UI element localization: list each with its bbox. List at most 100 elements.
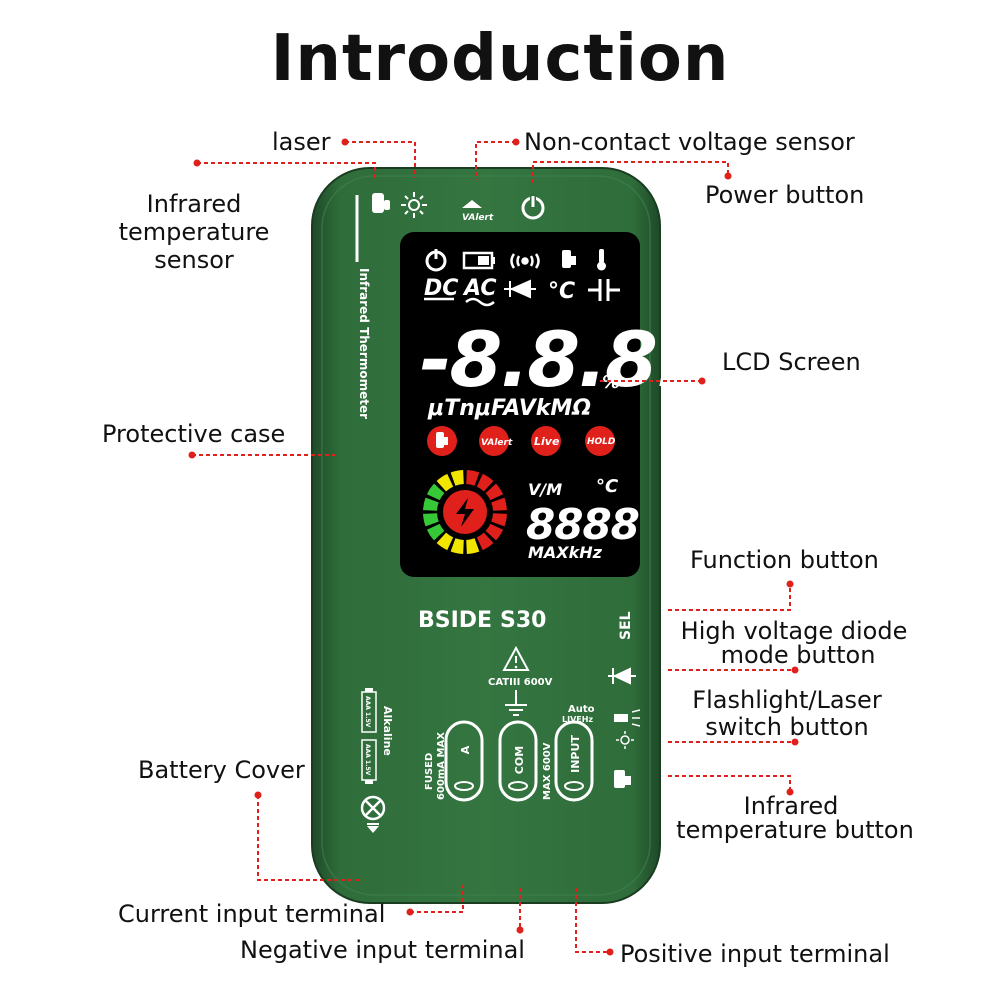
gauge-segment <box>485 483 504 501</box>
label-infrared-button-1: Infrared <box>744 792 839 820</box>
leader-lines <box>192 141 795 953</box>
infrared-temperature-button[interactable] <box>614 770 631 788</box>
sel-button[interactable]: SEL <box>618 611 634 640</box>
leader-dots <box>188 138 799 956</box>
gauge-segment <box>485 523 504 541</box>
negative-input-terminal[interactable]: COM <box>498 720 538 802</box>
battery-marking: AAA 1.5V AAA 1.5V Alkaline <box>361 688 394 784</box>
battery-cell-1: AAA 1.5V <box>364 696 371 728</box>
lcd-small-unit-2: °C <box>596 476 619 497</box>
label-battery-cover: Battery Cover <box>138 756 305 784</box>
label-laser: laser <box>272 128 331 156</box>
laser-icon <box>401 192 427 218</box>
non-contact-sensor-icon: VAlert <box>462 200 494 223</box>
label-power-button: Power button <box>705 181 864 209</box>
lcd-screen: DC AC °C -8.8.8.8 % μTnμFAVkMΩ <box>400 232 736 577</box>
ground-symbol-icon <box>505 690 527 716</box>
high-voltage-diode-button[interactable] <box>608 667 636 685</box>
warning-triangle-icon <box>502 645 530 671</box>
label-lcd-screen: LCD Screen <box>722 348 861 376</box>
brand-name: BSIDE <box>418 608 492 633</box>
label-function-button: Function button <box>690 546 879 574</box>
label-current-terminal: Current input terminal <box>118 900 385 928</box>
positive-input-terminal[interactable]: INPUT <box>554 720 594 802</box>
gauge-segment <box>436 532 454 551</box>
lcd-ac-wave <box>465 297 495 307</box>
gauge-segment <box>476 473 494 492</box>
fused-text-2: 600mA MAX <box>436 732 447 800</box>
device-body: VAlert Infrared Thermometer <box>311 167 736 904</box>
gauge-segment <box>423 513 439 527</box>
terminal-com-label: COM <box>513 746 526 774</box>
gauge-center <box>443 490 487 534</box>
lcd-valert-indicator: VAlert <box>479 426 513 456</box>
side-text: Infrared Thermometer <box>357 268 371 419</box>
svg-text:HOLD: HOLD <box>587 437 616 447</box>
leader-battery <box>257 795 360 881</box>
power-button[interactable] <box>521 194 545 220</box>
page-title: Introduction <box>270 22 730 96</box>
lcd-small-unit-1: V/M <box>528 480 562 499</box>
label-high-voltage-2: mode button <box>721 641 876 669</box>
label-high-voltage-1: High voltage diode <box>681 617 908 645</box>
leader-current <box>410 885 464 913</box>
leader-laser <box>345 141 416 178</box>
lcd-hold-indicator: HOLD <box>585 426 616 456</box>
label-non-contact: Non-contact voltage sensor <box>524 128 855 156</box>
fused-text-1: FUSED <box>424 753 435 790</box>
label-protective-case: Protective case <box>102 420 285 448</box>
svg-text:VAlert: VAlert <box>481 438 513 448</box>
lcd-units-row: μTnμFAVkMΩ <box>427 396 591 421</box>
lcd-capacitor-icon <box>588 279 620 301</box>
lcd-power-icon <box>425 249 447 272</box>
battery-cover-screw-icon[interactable] <box>360 795 386 833</box>
gauge-segment <box>491 497 507 511</box>
label-positive-terminal: Positive input terminal <box>620 940 890 968</box>
label-infrared-sensor-3: sensor <box>154 246 234 274</box>
flashlight-laser-button[interactable] <box>614 709 641 749</box>
label-infrared-button-2: temperature button <box>676 816 914 844</box>
label-flashlight-1: Flashlight/Laser <box>692 686 882 714</box>
battery-cell-2: AAA 1.5V <box>364 744 371 776</box>
max-text: MAX 600V <box>542 742 553 800</box>
lcd-infrared-indicator <box>427 426 457 456</box>
lcd-celsius: °C <box>548 279 575 304</box>
gauge-segment <box>436 473 454 492</box>
current-input-terminal[interactable]: A <box>444 720 484 802</box>
lcd-big-digits: -8.8.8.8 <box>420 315 734 404</box>
terminal-a-label: A <box>459 745 472 754</box>
lcd-infrared-icon <box>562 250 576 268</box>
valert-text: VAlert <box>462 213 494 223</box>
label-infrared-sensor-1: Infrared <box>147 190 242 218</box>
label-infrared-sensor-2: temperature <box>119 218 270 246</box>
model-name: S30 <box>500 608 546 633</box>
lcd-live-indicator: Live <box>531 426 561 456</box>
lcd-dc: DC <box>424 276 458 301</box>
label-negative-terminal: Negative input terminal <box>240 936 525 964</box>
gauge-segment <box>423 497 439 511</box>
terminal-input-label: INPUT <box>569 735 582 773</box>
callout-labels: laser Non-contact voltage sensor Power b… <box>102 128 914 968</box>
case-inner-edge <box>321 175 651 896</box>
gauge-segment <box>466 538 480 554</box>
auto-text: Auto <box>568 704 595 715</box>
leader-non-contact <box>475 141 516 180</box>
gauge-segment <box>476 532 494 551</box>
infrared-sensor-icon <box>372 193 390 213</box>
lcd-max-khz: MAXkHz <box>528 543 603 562</box>
lcd-ac: AC <box>462 276 497 301</box>
lcd-thermometer-icon <box>597 249 606 271</box>
live-hz-text: LIVEHz <box>562 715 593 724</box>
battery-text: Alkaline <box>381 706 394 756</box>
lcd-diode-icon <box>504 279 536 299</box>
svg-text:Live: Live <box>534 435 560 448</box>
leader-infrared-button <box>668 775 791 792</box>
lcd-small-digits: 8888 <box>526 500 639 549</box>
label-flashlight-2: switch button <box>705 713 868 741</box>
gauge-segment <box>426 523 445 541</box>
leader-function <box>668 584 791 611</box>
cat-rating: CATIII 600V <box>488 677 553 688</box>
voltage-gauge-ring <box>423 470 507 554</box>
leader-positive <box>575 888 610 953</box>
